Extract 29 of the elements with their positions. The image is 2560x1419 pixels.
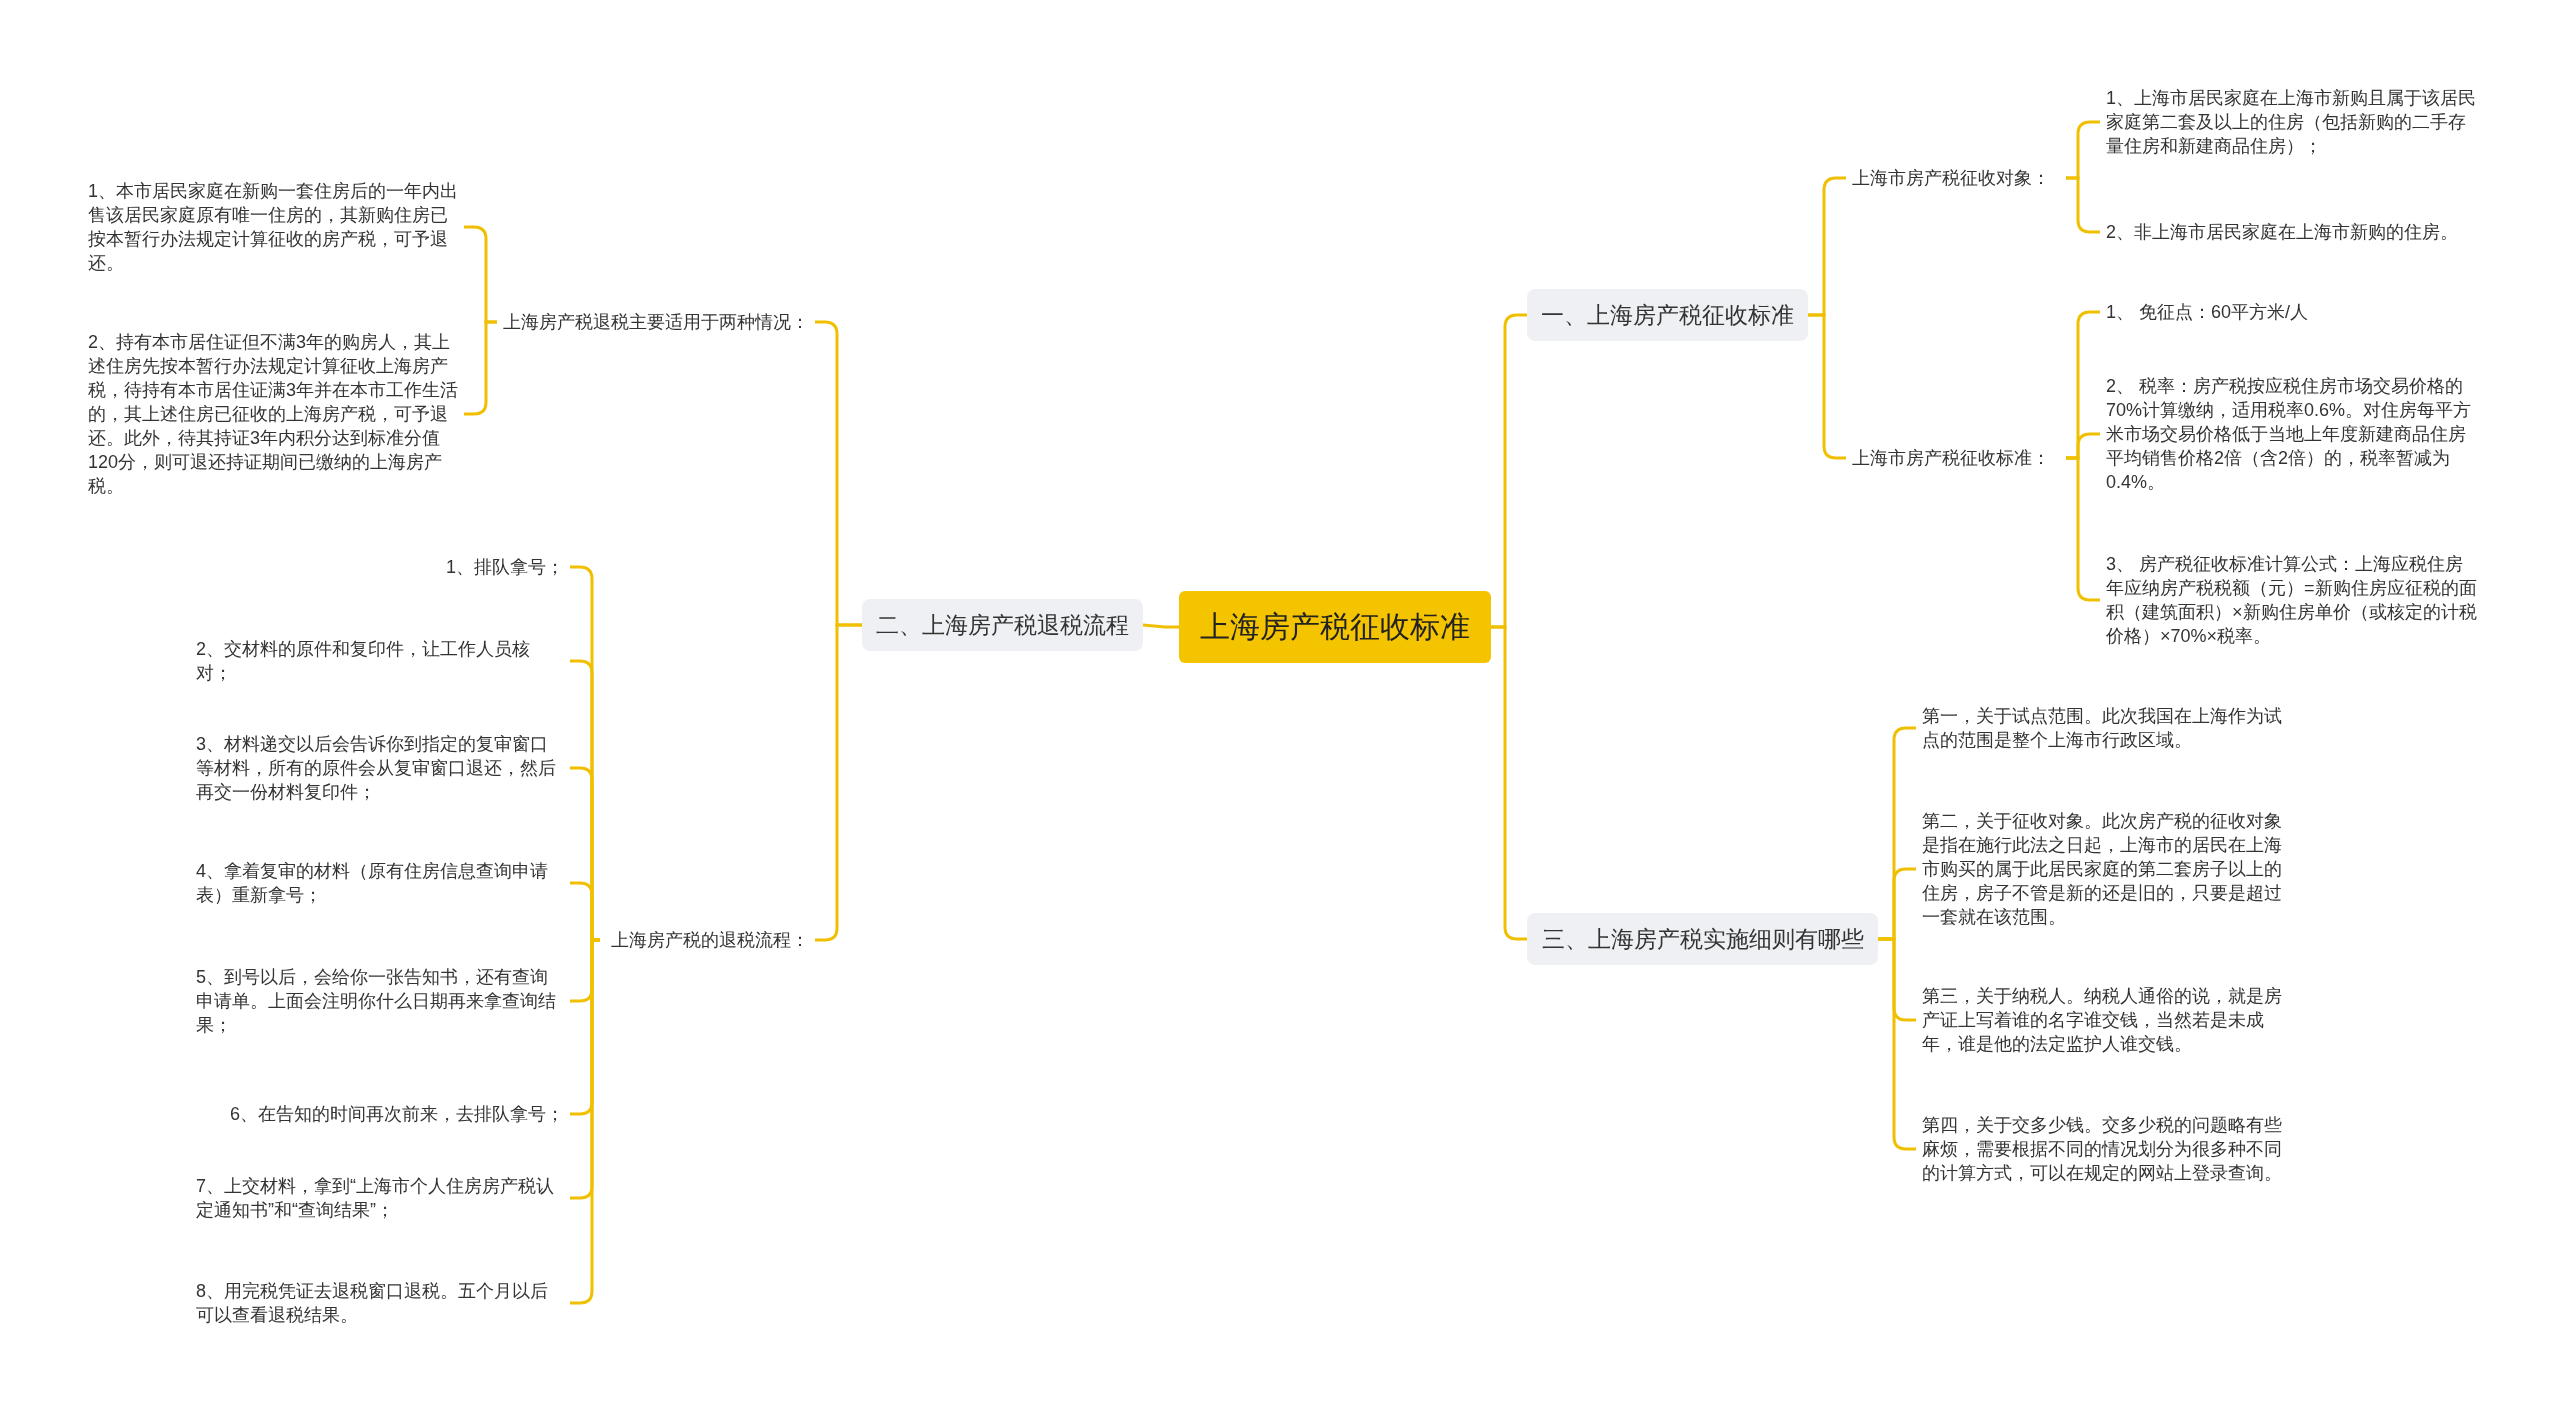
subtopic-text: 上海房产税的退税流程： bbox=[600, 924, 815, 956]
note-text: 8、用完税凭证去退税窗口退税。五个月以后可以查看退税结果。 bbox=[190, 1275, 570, 1331]
note-text: 第一，关于试点范围。此次我国在上海作为试点的范围是整个上海市行政区域。 bbox=[1916, 700, 2301, 756]
note-text: 4、拿着复审的材料（原有住房信息查询申请表）重新拿号； bbox=[190, 855, 570, 911]
subtopic-text: 上海市房产税征收标准： bbox=[1846, 442, 2066, 474]
branch-topic-box: 三、上海房产税实施细则有哪些 bbox=[1527, 913, 1878, 965]
note-text: 5、到号以后，会给你一张告知书，还有查询申请单。上面会注明你什么日期再来拿查询结果； bbox=[190, 961, 570, 1041]
connector-line bbox=[1491, 625, 1527, 941]
note-text: 2、 税率：房产税按应税住房市场交易价格的70%计算缴纳，适用税率0.6%。对住房每平方米市场交易价格低于当地上年度新建商品住房平均销售价格2倍（含2倍）的，税率暂减为0.4%。 bbox=[2100, 370, 2485, 498]
branch-topic-box: 二、上海房产税退税流程 bbox=[862, 599, 1143, 651]
note-text: 6、在告知的时间再次前来，去排队拿号； bbox=[190, 1098, 570, 1130]
subtopic-text: 上海市房产税征收对象： bbox=[1846, 162, 2066, 194]
note-text: 1、排队拿号； bbox=[190, 551, 570, 583]
note-text: 第三，关于纳税人。纳税人通俗的说，就是房产证上写着谁的名字谁交钱，当然若是未成年，谁是他的法定监护人谁交钱。 bbox=[1916, 980, 2301, 1060]
note-text: 1、上海市居民家庭在上海市新购且属于该居民家庭第二套及以上的住房（包括新购的二手存量住房和新建商品住房）； bbox=[2100, 82, 2485, 162]
central-topic-box: 上海房产税征收标准 bbox=[1179, 591, 1491, 663]
note-text: 第四，关于交多少钱。交多少税的问题略有些麻烦，需要根据不同的情况划分为很多种不同的计算方式，可以在规定的网站上登录查询。 bbox=[1916, 1109, 2301, 1189]
note-text: 1、本市居民家庭在新购一套住房后的一年内出售该居民家庭原有唯一住房的，其新购住房已按本暂行办法规定计算征收的房产税，可予退还。 bbox=[82, 175, 464, 279]
note-text: 1、 免征点：60平方米/人 bbox=[2100, 296, 2485, 328]
note-text: 3、材料递交以后会告诉你到指定的复审窗口等材料，所有的原件会从复审窗口退还，然后再交一份材料复印件； bbox=[190, 728, 570, 808]
branch-topic-box: 一、上海房产税征收标准 bbox=[1527, 289, 1808, 341]
note-text: 7、上交材料，拿到“上海市个人住房房产税认定通知书”和“查询结果”； bbox=[190, 1170, 570, 1226]
connector-line bbox=[1142, 623, 1179, 629]
subtopic-text: 上海房产税退税主要适用于两种情况： bbox=[497, 306, 815, 338]
note-text: 2、交材料的原件和复印件，让工作人员核对； bbox=[190, 633, 570, 689]
note-text: 3、 房产税征收标准计算公式：上海应税住房年应纳房产税税额（元）=新购住房应征税的面积（建筑面积）×新购住房单价（或核定的计税价格）×70%×税率。 bbox=[2100, 548, 2485, 652]
note-text: 2、非上海市居民家庭在上海市新购的住房。 bbox=[2100, 216, 2485, 248]
note-text: 第二，关于征收对象。此次房产税的征收对象是指在施行此法之日起，上海市的居民在上海市购买的属于此居民家庭的第二套房子以上的住房，房子不管是新的还是旧的，只要是超过一套就在该范围。 bbox=[1916, 805, 2301, 933]
note-text: 2、持有本市居住证但不满3年的购房人，其上述住房先按本暂行办法规定计算征收上海房产税，待持有本市居住证满3年并在本市工作生活的，其上述住房已征收的上海房产税，可予退还。此外，待其持证3年内积分达到标准分值120分，则可退还持证期间已缴纳的上海房产税。 bbox=[82, 326, 464, 502]
